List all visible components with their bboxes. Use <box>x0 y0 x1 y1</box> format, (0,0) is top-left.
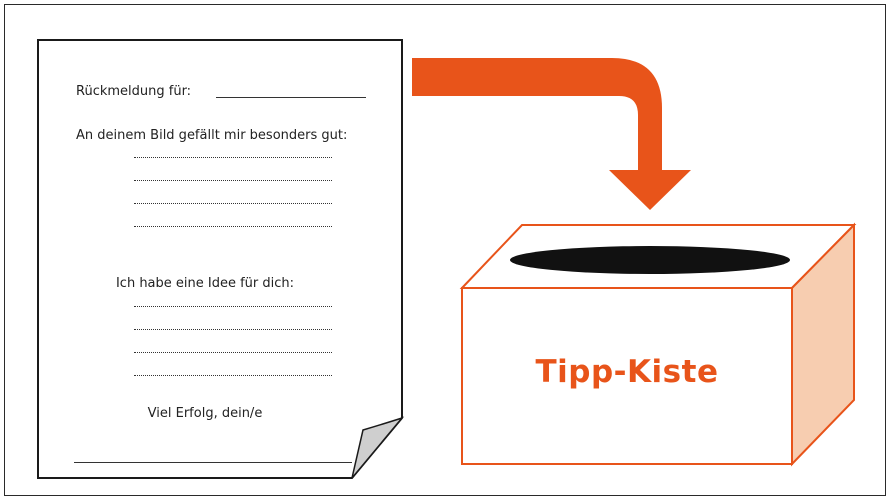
dotted-line <box>134 226 332 227</box>
dotted-line <box>134 180 332 181</box>
signature-line <box>74 462 352 463</box>
arrow-to-box-icon <box>412 58 691 210</box>
box-slot <box>510 246 790 274</box>
idea-prompt: Ich habe eine Idee für dich: <box>40 276 370 291</box>
dotted-line <box>134 352 332 353</box>
dotted-line <box>134 329 332 330</box>
box-label: Tipp-Kiste <box>462 354 792 390</box>
feedback-name-line <box>216 97 366 98</box>
likes-prompt: An deinem Bild gefällt mir besonders gut… <box>76 128 347 143</box>
dotted-line <box>134 157 332 158</box>
dotted-line <box>134 375 332 376</box>
dotted-line <box>134 203 332 204</box>
dotted-line <box>134 306 332 307</box>
closing-text: Viel Erfolg, dein/e <box>40 406 370 421</box>
feedback-for-label: Rückmeldung für: <box>76 84 191 99</box>
